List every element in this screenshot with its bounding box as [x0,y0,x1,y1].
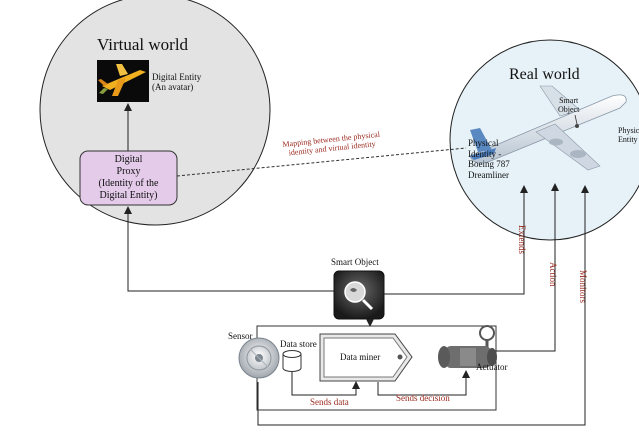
actuator-label: Actuator [476,362,508,372]
actuator-icon [438,325,497,368]
physical-identity-label: Physical Identity - Boeing 787 Dreamline… [468,138,510,180]
sensor-label: Sensor [228,331,253,341]
data-store-icon [282,350,302,372]
airplane-image [469,85,627,171]
digital-proxy-label: Digital Proxy (Identity of the Digital E… [98,154,159,201]
mapping-dashed-line [176,147,467,177]
virtual-world-title: Virtual world [97,35,189,54]
smart-object-pointer [574,114,578,125]
sends-decision-arrow [377,370,470,396]
digital-proxy-box [79,150,178,206]
smart-object-icon [333,270,385,320]
sensor-icon [238,337,280,379]
sends-data-label: Sends data [310,397,349,407]
data-miner-label: Data miner [340,352,381,362]
action-arrow [492,183,559,352]
physical-entity-label: Physical Entity [618,126,639,145]
extends-arrow [384,185,528,295]
sends-decision-label: Sends decision [396,393,450,403]
sends-data-arrow [291,372,360,396]
smart-object-real-label: Smart Object [558,96,580,115]
data-miner-tag [319,333,413,382]
monitors-arrow [257,185,589,426]
data-store-label: Data store [280,339,317,349]
monitors-label: Monitors [578,270,588,304]
smart-object-label: Smart Object [331,257,379,267]
avatar-airplane-image [97,60,149,102]
smart-object-to-proxy-arrow [124,206,334,292]
extends-label: Extends [517,225,527,254]
action-label: Action [548,262,558,287]
real-world-circle [449,39,639,241]
real-world-title: Real world [509,66,580,83]
digital-entity-label: Digital Entity (An avatar) [152,72,202,93]
